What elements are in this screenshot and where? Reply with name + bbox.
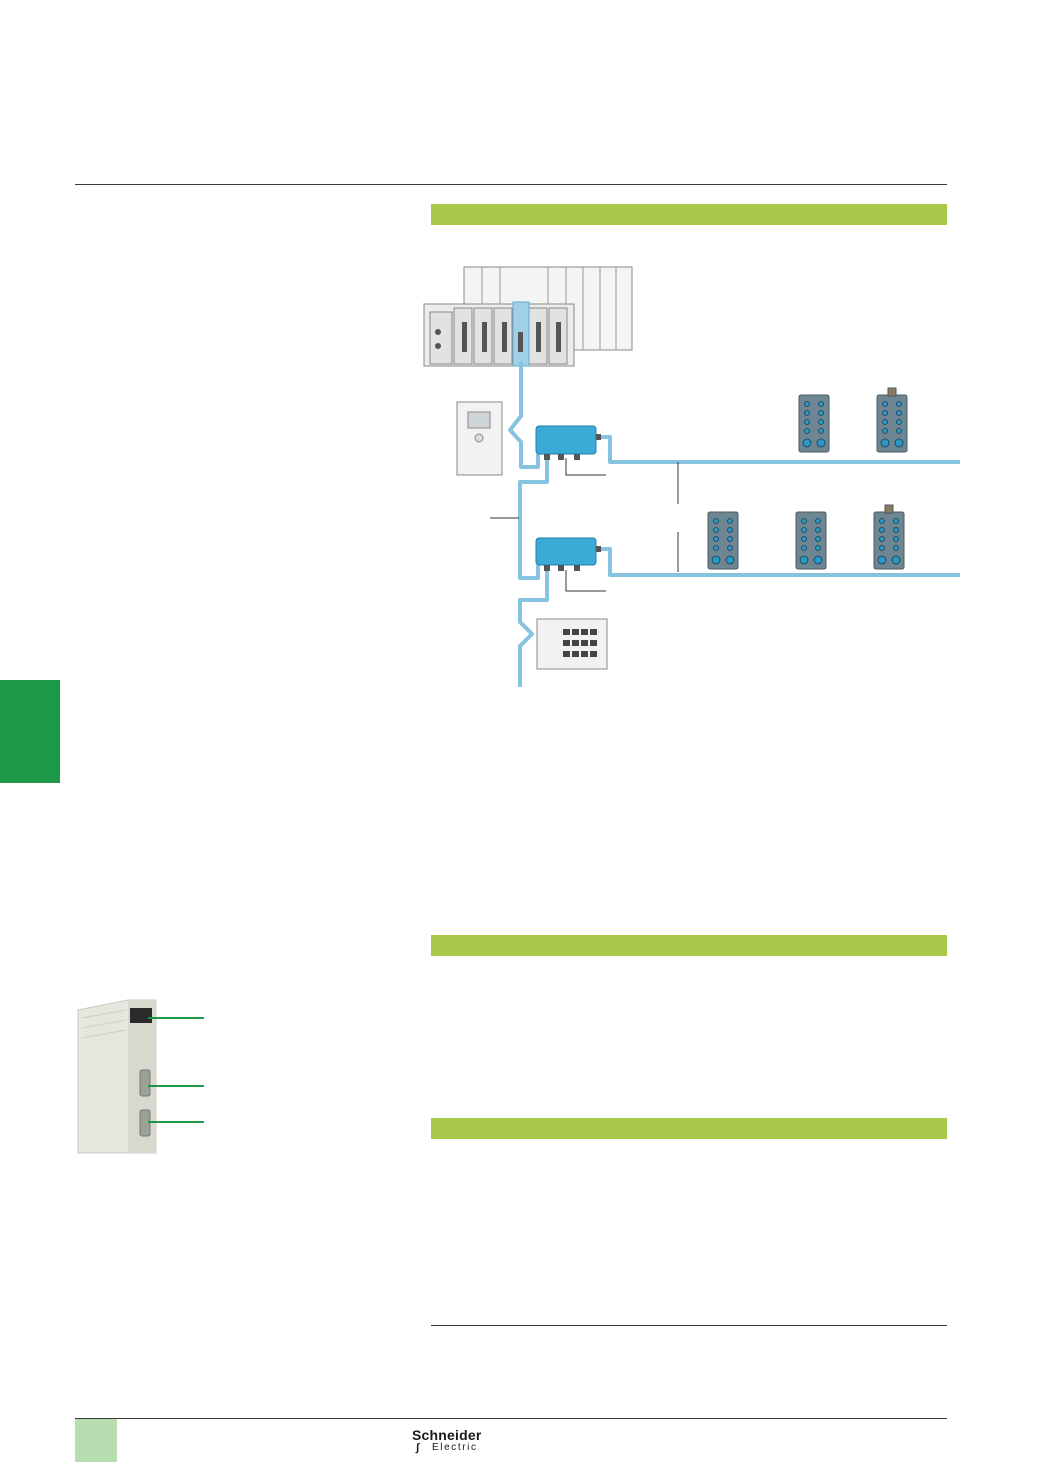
io-module-row1-a [798,394,830,453]
chapter-tab [0,680,60,783]
io-module-row2-c [873,504,905,570]
section-bar-1 [431,204,947,225]
footer-page-marker [75,1419,117,1462]
module-photo [77,999,204,1154]
network-cable-dashed [906,460,960,577]
schneider-electric-logo: Schneider ∫ Electric [412,1427,492,1457]
distributed-io-rack [536,618,608,670]
callout-lines [490,458,679,592]
section-end-rule [431,1325,947,1326]
footer-rule [75,1418,947,1419]
network-diagram [423,266,960,687]
network-cable [508,362,960,687]
logo-mark-icon: ∫ [416,1442,420,1454]
header-rule [75,184,947,185]
section-bar-2 [431,935,947,956]
io-module-row1-b [876,387,908,453]
junction-box-2 [535,537,601,571]
section-bar-3 [431,1118,947,1139]
io-module-row2-a [707,511,739,570]
junction-box-1 [535,425,601,460]
plc-rack [423,266,633,367]
io-module-row2-b [795,511,827,570]
logo-sub: Electric [432,1442,478,1453]
callout-lines [148,1017,204,1123]
logo-name: Schneider [412,1427,482,1443]
variable-speed-drive [456,401,503,476]
